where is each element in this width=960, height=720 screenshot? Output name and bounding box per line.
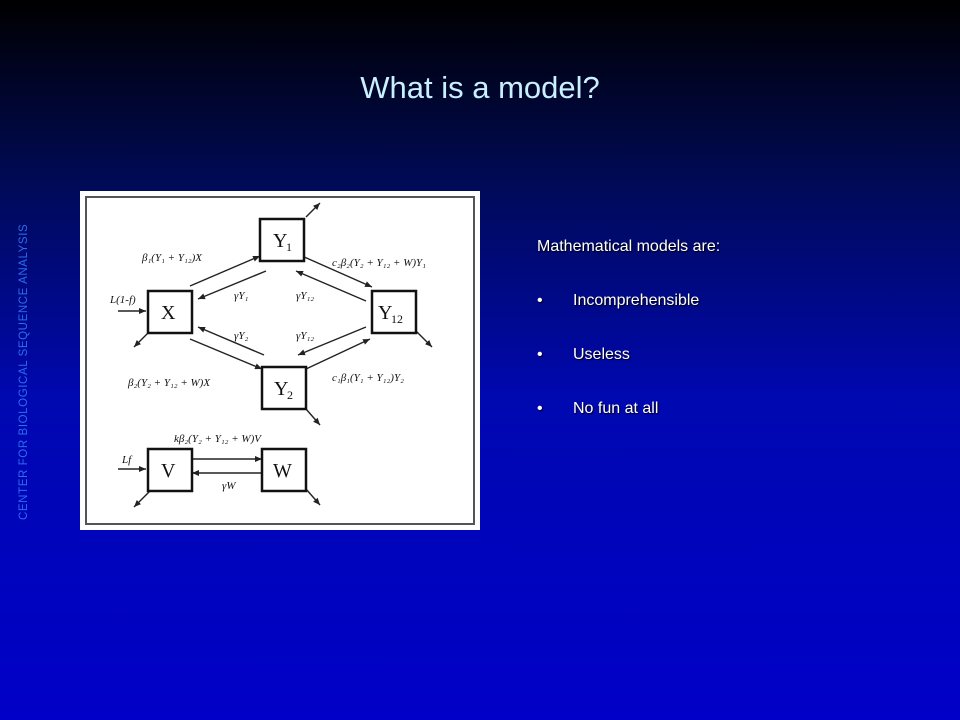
bullet-icon: • bbox=[537, 346, 543, 363]
list-item: • Useless bbox=[537, 346, 720, 364]
bullet-icon: • bbox=[537, 400, 543, 417]
svg-text:2: 2 bbox=[287, 388, 293, 402]
list-item: • No fun at all bbox=[537, 400, 720, 418]
svg-text:12: 12 bbox=[391, 312, 403, 326]
svg-text:1: 1 bbox=[286, 240, 292, 254]
svg-text:X: X bbox=[161, 302, 176, 324]
edge-y12-to-y1 bbox=[295, 270, 367, 302]
svg-text:Y: Y bbox=[274, 378, 288, 400]
svg-text:Y: Y bbox=[378, 302, 392, 324]
label-y2-to-y12: c₁β₁(Y₁ + Y₁₂)Y₂ bbox=[332, 372, 404, 384]
label-v-to-w: kβ₂(Y₂ + Y₁₂ + W)V bbox=[174, 433, 262, 445]
label-y1-back-x: γY₁ bbox=[234, 290, 248, 302]
edge-y1-to-x bbox=[197, 270, 267, 300]
list-item-text: No fun at all bbox=[573, 400, 659, 417]
list-item-text: Useless bbox=[573, 346, 630, 363]
edge-x-to-y2 bbox=[189, 338, 263, 370]
label-y1-to-y12: c₂β₂(Y₂ + Y₁₂ + W)Y₁ bbox=[332, 257, 426, 269]
diagram-canvas: Y 1 X Y 12 Y 2 V W bbox=[85, 196, 475, 525]
node-v: V bbox=[146, 447, 194, 493]
edge-outflow-w bbox=[305, 488, 321, 506]
text-panel: Mathematical models are: • Incomprehensib… bbox=[537, 238, 720, 454]
label-y12-back-y1: γY₁₂ bbox=[296, 290, 314, 302]
label-y12-back-y2: γY₁₂ bbox=[296, 330, 314, 342]
edge-outflow-v bbox=[133, 490, 151, 508]
svg-text:Y: Y bbox=[273, 230, 287, 252]
edge-outflow-y2 bbox=[305, 408, 321, 426]
label-x-to-y2: β₂(Y₂ + Y₁₂ + W)X bbox=[127, 377, 211, 389]
list-item-text: Incomprehensible bbox=[573, 292, 700, 309]
bullet-icon: • bbox=[537, 292, 543, 309]
node-y2: Y 2 bbox=[260, 365, 308, 411]
diagram-frame bbox=[85, 196, 475, 525]
node-w: W bbox=[260, 447, 308, 493]
label-inflow-v: Lf bbox=[121, 454, 133, 466]
edge-y2-to-y12 bbox=[305, 338, 371, 370]
label-y2-back-x: γY₂ bbox=[234, 330, 248, 342]
edge-y2-to-x bbox=[197, 326, 265, 356]
svg-text:V: V bbox=[161, 460, 176, 482]
node-x: X bbox=[146, 289, 194, 335]
label-w-back-v: γW bbox=[222, 480, 236, 492]
bullet-list: • Incomprehensible • Useless • No fun at al… bbox=[537, 292, 720, 418]
compartment-model-diagram: Y 1 X Y 12 Y 2 V W bbox=[80, 191, 480, 530]
edge-x-to-y1 bbox=[189, 255, 261, 287]
node-y12: Y 12 bbox=[370, 289, 418, 335]
edge-outflow-y1 bbox=[305, 202, 321, 218]
list-item: • Incomprehensible bbox=[537, 292, 720, 310]
node-y1: Y 1 bbox=[258, 217, 306, 263]
edge-y1-to-y12 bbox=[301, 255, 373, 288]
slide-title: What is a model? bbox=[360, 70, 600, 105]
edge-y12-to-y2 bbox=[297, 326, 367, 356]
edge-outflow-y12 bbox=[415, 330, 433, 348]
panel-heading: Mathematical models are: bbox=[537, 238, 721, 255]
label-inflow-x: L(1-f) bbox=[109, 294, 136, 306]
svg-text:W: W bbox=[273, 460, 292, 482]
side-watermark-text: CENTER FOR BIOLOGICAL SEQUENCE ANALYSIS bbox=[18, 223, 30, 520]
label-x-to-y1: β₁(Y₁ + Y₁₂)X bbox=[141, 252, 203, 264]
